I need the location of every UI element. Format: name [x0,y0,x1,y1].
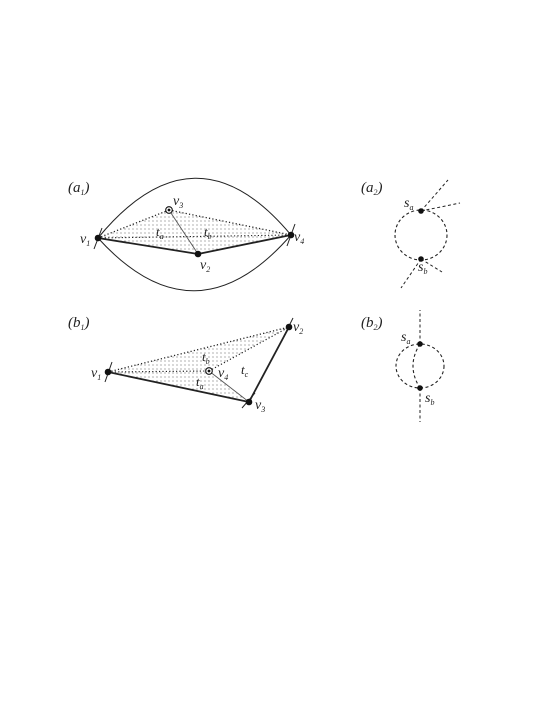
leg-sa-2 [420,202,461,212]
edge-b1-v4-v3 [208,370,250,403]
panel-b1: (b1) v1 v2 v3 v4 tb ta tc [68,315,303,414]
label-v2-a1: v2 [200,258,210,274]
edge-v2-v3 [168,209,199,255]
label-v4-a1: v4 [294,230,304,246]
vertex-b1-v4-core [207,369,211,373]
vertex-v1 [94,234,102,242]
vertex-v2 [194,250,202,258]
label-v3-b1: v3 [255,398,265,414]
label-sb-b2: sb [425,391,434,407]
panel-label-a1: (a1) [68,180,90,197]
vertex-v4 [287,231,295,239]
label-ta-b1: ta [196,374,204,391]
label-tb-a1: tb [204,224,212,241]
label-v2-b1: v2 [293,320,303,336]
label-sa-b2: sa [401,330,410,346]
label-tc-b1: tc [241,362,249,379]
loop-b2-inner [412,343,421,389]
loop-a2 [394,209,448,261]
panel-a2: (a2) sa sb [361,179,461,289]
shaded-region-a1 [98,210,291,254]
vertex-b1-v2 [285,323,293,331]
vertex-b1-v3 [245,398,253,406]
vertex-sa-a2 [418,208,424,214]
edge-v1-v4 [97,234,292,239]
label-v4-b1: v4 [218,366,228,382]
outer-arc-top-a1 [97,177,292,239]
edge-v1-v3 [97,209,170,239]
label-v1-a1: v1 [80,232,90,248]
outer-arc-bottom-a1 [97,234,292,292]
leg-sa-1 [420,179,449,212]
label-v3-a1: v3 [173,194,183,210]
panel-b2: (b2) sa sb [361,310,445,422]
panel-a1: (a1) v1 v2 v3 v4 ta tb [68,177,304,292]
leg-sb-2 [420,258,443,273]
edge-v1-v2 [97,237,199,255]
label-tb-b1: tb [202,349,210,366]
vertex-v3-core [167,208,171,212]
label-sb-a2: sb [418,260,427,276]
panel-label-b1: (b1) [68,315,90,332]
vertex-sb-b2 [417,385,423,391]
loop-b2-outer [395,343,445,389]
panel-label-a2: (a2) [361,180,383,197]
edge-v3-v4 [168,209,292,236]
edge-v2-v4 [197,234,292,255]
edge-b1-v1-v3 [107,371,250,403]
label-v1-b1: v1 [91,366,101,382]
leg-sb-1 [400,258,422,289]
vertex-sa-b2 [417,341,423,347]
label-sa-a2: sa [404,196,413,212]
panel-label-b2: (b2) [361,315,383,332]
vertex-sb-a2 [418,256,424,262]
edge-b1-v3-v2 [248,326,290,403]
label-ta-a1: ta [156,224,164,241]
edge-b1-v1-v2 [107,326,290,373]
vertex-b1-v1 [104,368,112,376]
